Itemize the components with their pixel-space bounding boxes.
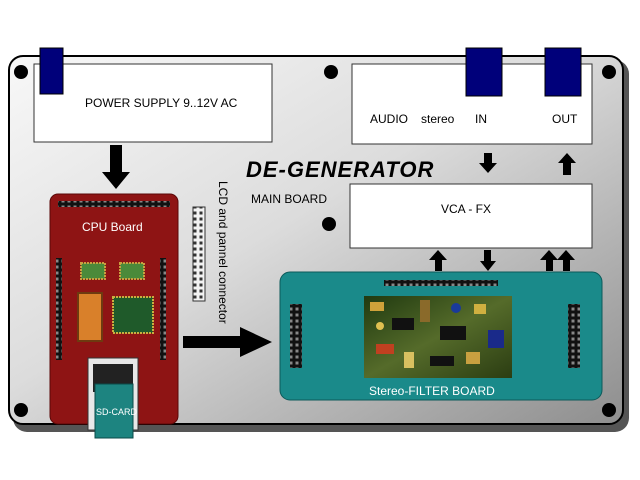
mounting-hole [322,217,336,231]
mounting-hole [602,403,616,417]
cpu-header-top [58,201,170,207]
mounting-hole [324,65,338,79]
cpu-header-right [160,258,166,360]
in-label: IN [475,112,487,126]
cpu-board-label: CPU Board [82,220,143,234]
sd-card-label: SD-CARD [96,407,138,417]
mounting-hole [602,65,616,79]
sd-card-icon [94,383,134,439]
mounting-hole [14,65,28,79]
vca-fx-label: VCA - FX [441,202,492,216]
filter-board-label: Stereo-FILTER BOARD [369,384,495,398]
power-supply-box [33,63,273,143]
stereo-label: stereo [421,112,455,126]
cpu-chip-icon [112,296,154,334]
arrow-down-icon [479,153,497,173]
filter-header-top [384,280,498,286]
arrow-down-icon [480,250,496,271]
cpu-header-left [56,258,62,360]
audio-out-jack [544,47,582,97]
diagram-title: DE-GENERATOR [246,157,435,182]
filter-header-right [568,304,580,368]
audio-in-jack [465,47,503,97]
vca-fx-box [349,183,593,249]
arrow-up-icon [557,250,575,271]
out-label: OUT [552,112,578,126]
pcb-photo-components [370,300,504,368]
arrow-up-icon [558,153,576,175]
power-supply-label: POWER SUPPLY 9..12V AC [85,96,238,110]
arrow-down-icon [102,145,130,189]
lcd-connector [192,206,206,302]
chip-icon [77,292,103,342]
lcd-connector-label: LCD and pannel connector [216,181,230,324]
audio-label: AUDIO [370,112,409,126]
chip-icon [119,262,145,280]
power-jack [39,47,64,95]
arrow-up-icon [540,250,558,271]
mounting-hole [14,403,28,417]
chip-icon [80,262,106,280]
arrow-right-icon [183,327,272,357]
main-board-label: MAIN BOARD [251,192,328,206]
arrow-up-icon [429,250,447,271]
filter-header-left [290,304,302,368]
